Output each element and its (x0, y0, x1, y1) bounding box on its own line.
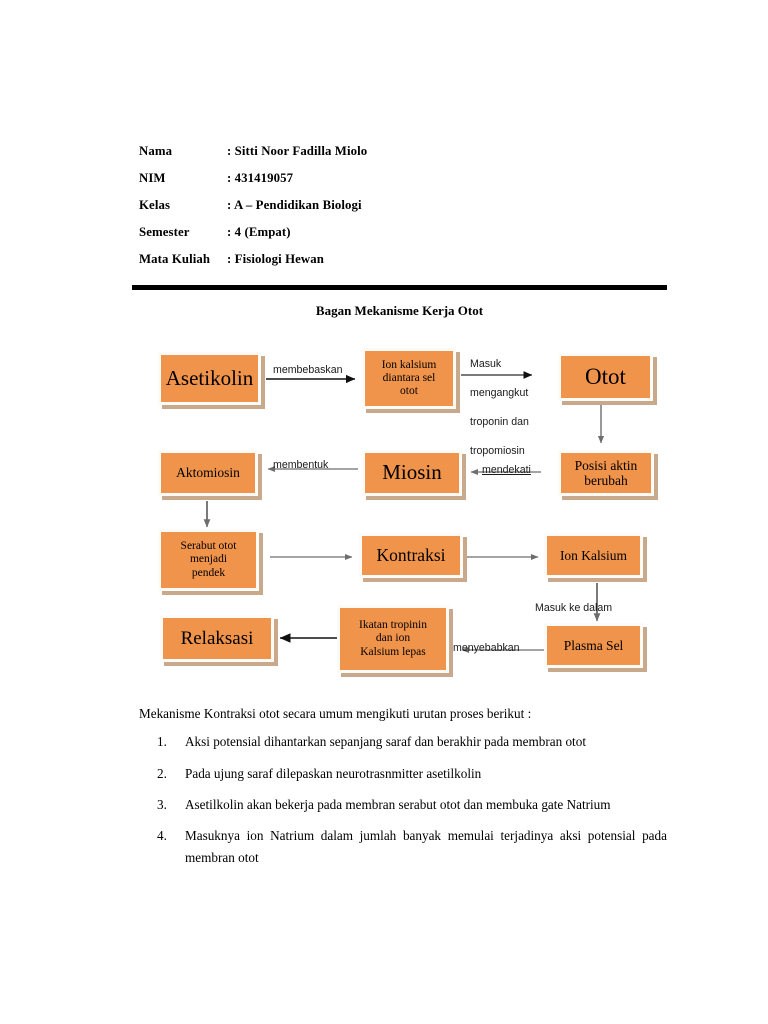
step-item-2: Pada ujung saraf dilepaskan neurotrasnmi… (157, 763, 482, 785)
edge-label-mendekati: mendekati (482, 450, 531, 477)
prose-intro: Mekanisme Kontraksi otot secara umum men… (139, 706, 532, 721)
node-ion-kalsium-line2: diantara sel (382, 371, 436, 384)
edge-label-menyebabkan: menyebabkan (453, 628, 520, 655)
node-plasma-sel[interactable]: Plasma Sel (544, 623, 643, 668)
node-posisi-aktin-line1: Posisi aktin (574, 457, 638, 473)
node-posisi-aktin-line2: berubah (584, 473, 628, 488)
meta-label-mata-kuliah: Mata Kuliah (139, 252, 211, 266)
edge-label-membentuk: membentuk (273, 445, 328, 472)
meta-label-kelas: Kelas (139, 198, 171, 212)
meta-row-nama: Nama : Sitti Noor Fadilla Miolo (139, 144, 619, 171)
edge-label-masuk-line1: Masuk (470, 358, 502, 371)
node-serabut-line2: menjadi (189, 553, 228, 566)
meta-row-kelas: Kelas : A – Pendidikan Biologi (139, 198, 619, 225)
node-relaksasi[interactable]: Relaksasi (160, 615, 274, 662)
identity-block: Nama : Sitti Noor Fadilla Miolo NIM : 43… (139, 144, 619, 279)
node-plasma-sel-label: Plasma Sel (563, 637, 624, 653)
node-kontraksi-label: Kontraksi (376, 544, 446, 565)
meta-value-mata-kuliah: : Fisiologi Hewan (227, 252, 324, 266)
node-miosin[interactable]: Miosin (362, 450, 462, 496)
edge-label-membebaskan: membebaskan (273, 350, 343, 377)
node-serabut-otot-menjadi-pendek[interactable]: Serabut otot menjadi pendek (158, 529, 259, 591)
node-serabut-line1: Serabut otot (180, 540, 237, 553)
edge-label-menyebabkan-text: menyebabkan (453, 641, 520, 654)
node-ikatan-troponin-dan-ion-kalsium-lepas[interactable]: Ikatan tropinin dan ion Kalsium lepas (337, 605, 449, 673)
meta-value-nim: : 431419057 (227, 171, 294, 185)
node-serabut-line3: pendek (191, 566, 226, 579)
step-item-1: Aksi potensial dihantarkan sepanjang sar… (157, 731, 586, 753)
node-ion-kalsium-line3: otot (400, 385, 418, 398)
meta-label-semester: Semester (139, 225, 190, 239)
node-ion-kalsium[interactable]: Ion Kalsium (544, 533, 643, 578)
edge-label-masuk-ke-dalam-text: Masuk ke dalam (535, 601, 613, 614)
node-posisi-aktin-berubah[interactable]: Posisi aktin berubah (558, 450, 654, 496)
node-otot-label: Otot (585, 363, 626, 389)
node-ion-kalsium-diantara-sel-otot[interactable]: Ion kalsium diantara sel otot (362, 348, 456, 409)
edge-label-membentuk-text: membentuk (273, 458, 329, 471)
meta-value-kelas: : A – Pendidikan Biologi (227, 198, 362, 212)
node-aktomiosin[interactable]: Aktomiosin (158, 450, 258, 496)
meta-value-nama: : Sitti Noor Fadilla Miolo (227, 144, 368, 158)
node-asetikolin-label: Asetikolin (165, 365, 254, 390)
node-ikatan-line2: dan ion (375, 632, 411, 645)
step-item-4: Masuknya ion Natrium dalam jumlah banyak… (157, 825, 667, 865)
node-aktomiosin-label: Aktomiosin (176, 465, 240, 481)
meta-row-nim: NIM : 431419057 (139, 171, 619, 198)
node-asetikolin[interactable]: Asetikolin (158, 352, 261, 405)
prose-block: Mekanisme Kontraksi otot secara umum men… (139, 707, 667, 868)
node-ikatan-line1: Ikatan tropinin (358, 619, 428, 632)
edge-label-membebaskan-text: membebaskan (273, 363, 343, 376)
steps-list: Aksi potensial dihantarkan sepanjang sar… (139, 731, 667, 868)
node-otot[interactable]: Otot (558, 353, 653, 401)
edge-label-masuk-line3: troponin dan (470, 416, 529, 429)
node-ikatan-line3: Kalsium lepas (360, 645, 426, 658)
section-divider (132, 285, 667, 290)
node-ion-kalsium-label: Ion Kalsium (559, 547, 628, 563)
node-ion-kalsium-line1: Ion kalsium (381, 358, 437, 371)
diagram-title: Bagan Mekanisme Kerja Otot (315, 303, 484, 318)
edge-label-masuk-line4: tropomiosin (470, 444, 525, 457)
edge-label-mendekati-text: mendekati (482, 463, 531, 476)
edge-label-masuk-mengangkut: Masuk mengangkut troponin dan tropomiosi… (470, 343, 529, 473)
step-item-3: Asetilkolin akan bekerja pada membran se… (157, 794, 611, 816)
node-kontraksi[interactable]: Kontraksi (359, 533, 463, 578)
node-miosin-label: Miosin (382, 460, 442, 485)
meta-row-mata-kuliah: Mata Kuliah : Fisiologi Hewan (139, 252, 619, 279)
meta-label-nim: NIM (139, 171, 166, 185)
edge-label-masuk-ke-dalam: Masuk ke dalam (535, 588, 612, 615)
meta-label-nama: Nama (139, 144, 173, 158)
node-relaksasi-label: Relaksasi (180, 627, 254, 649)
meta-value-semester: : 4 (Empat) (227, 225, 291, 239)
meta-row-semester: Semester : 4 (Empat) (139, 225, 619, 252)
edge-label-masuk-line2: mengangkut (470, 387, 529, 400)
